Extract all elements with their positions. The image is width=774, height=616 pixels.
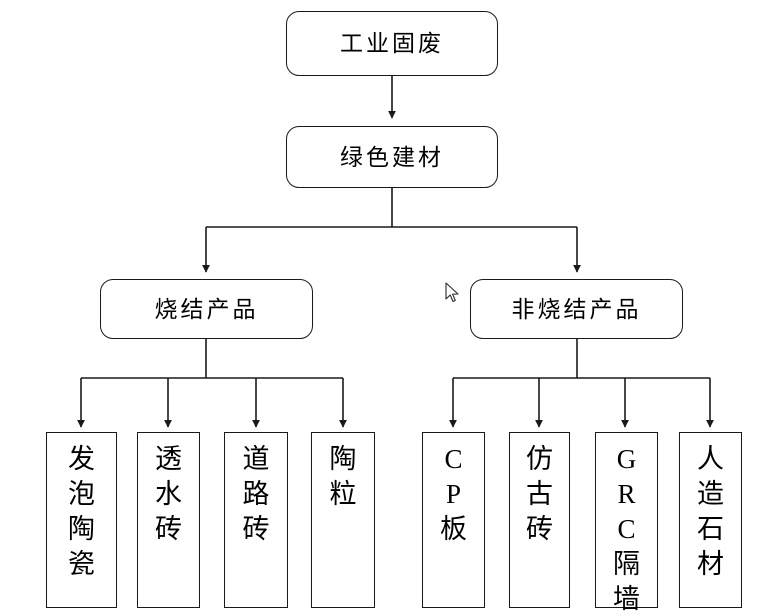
- node-label: 非烧结产品: [511, 296, 642, 322]
- node-road-brick[interactable]: 道路砖: [224, 432, 288, 608]
- node-cp-board[interactable]: CP板: [422, 432, 485, 608]
- node-grc-partition-board[interactable]: GRC隔墙板: [595, 432, 658, 614]
- node-label: CP板: [440, 444, 467, 544]
- node-green-building-materials[interactable]: 绿色建材: [286, 126, 498, 188]
- node-label: 透水砖: [155, 444, 182, 544]
- node-industrial-solid-waste[interactable]: 工业固废: [286, 11, 498, 76]
- node-label: 人造石材: [697, 444, 724, 579]
- node-label: 道路砖: [242, 444, 270, 544]
- node-non-sintered-products[interactable]: 非烧结产品: [470, 279, 683, 339]
- mouse-pointer-icon: [445, 282, 459, 303]
- node-label: 陶粒: [329, 444, 357, 509]
- node-sintered-products[interactable]: 烧结产品: [100, 279, 313, 339]
- node-label: 烧结产品: [154, 296, 259, 322]
- node-label: 仿古砖: [526, 444, 553, 544]
- node-ceramsite[interactable]: 陶粒: [311, 432, 375, 608]
- node-foamed-ceramic[interactable]: 发泡陶瓷: [46, 432, 117, 608]
- node-label: 工业固废: [340, 31, 444, 56]
- node-label: GRC隔墙板: [613, 444, 640, 614]
- node-label: 绿色建材: [340, 144, 444, 170]
- node-antique-brick[interactable]: 仿古砖: [509, 432, 570, 608]
- node-permeable-brick[interactable]: 透水砖: [137, 432, 200, 608]
- node-label: 发泡陶瓷: [68, 444, 95, 579]
- node-artificial-stone[interactable]: 人造石材: [679, 432, 742, 608]
